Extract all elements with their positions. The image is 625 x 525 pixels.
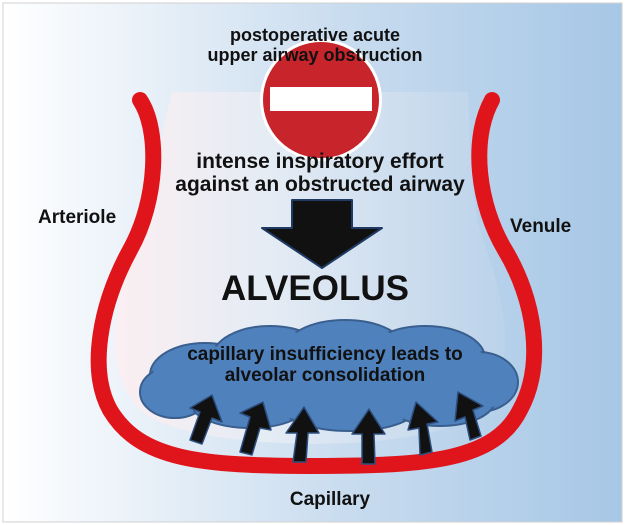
title-line-1: postoperative acute (150, 26, 480, 46)
consolidation-line-2: alveolar consolidation (120, 366, 530, 387)
consolidation-line-1: capillary insufficiency leads to (120, 345, 530, 366)
title-line-2: upper airway obstruction (150, 46, 480, 66)
venule-label: Venule (510, 217, 571, 238)
alveolus-label: ALVEOLUS (150, 270, 480, 309)
effort-line-2: against an obstructed airway (140, 173, 500, 196)
consolidation-caption: capillary insufficiency leads to alveola… (120, 345, 530, 387)
effort-caption: intense inspiratory effort against an ob… (140, 150, 500, 196)
arteriole-label: Arteriole (38, 208, 116, 229)
capillary-label: Capillary (250, 490, 410, 511)
effort-line-1: intense inspiratory effort (140, 150, 500, 173)
diagram-title: postoperative acute upper airway obstruc… (150, 26, 480, 66)
